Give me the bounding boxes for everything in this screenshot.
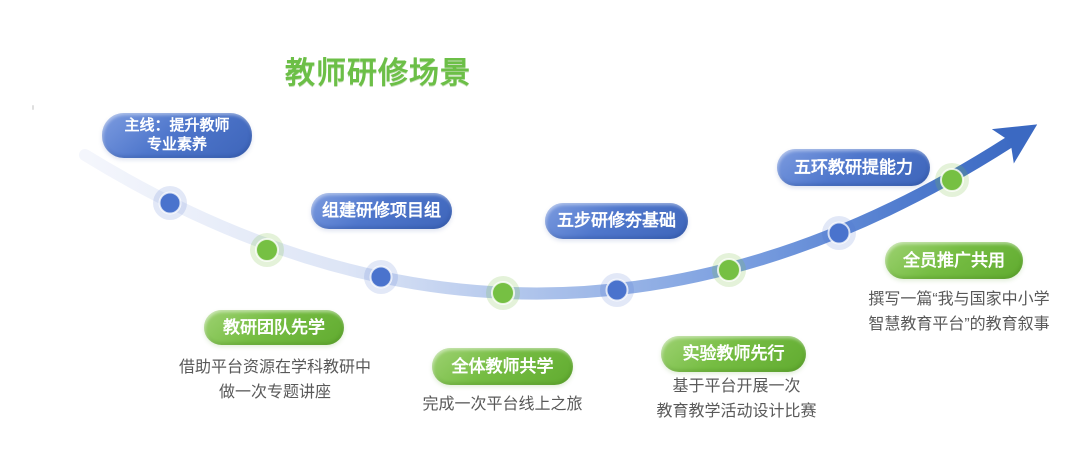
milestone-dot-7 (822, 216, 856, 250)
milestone-dot-8 (935, 163, 969, 197)
main-goal-pill: 主线：提升教师 专业素养 (102, 113, 252, 158)
milestone-dot-4 (486, 276, 520, 310)
step-pill-five-ring-research: 五环教研提能力 (777, 149, 930, 186)
step-desc-promote-to-all: 撰写一篇“我与国家中小学 智慧教育平台”的教育叙事 (868, 291, 1050, 333)
step-pill-pilot-teachers-first: 实验教师先行 (661, 336, 806, 372)
milestone-dot-2 (250, 233, 284, 267)
timeline-curve (79, 124, 1038, 300)
step-pill-build-project-group: 组建研修项目组 (311, 193, 452, 229)
step-desc-team-first-learn: 借助平台资源在学科教研中 做一次专题讲座 (178, 359, 371, 401)
step-desc-pilot-teachers-first: 基于平台开展一次 教育教学活动设计比赛 (656, 378, 817, 420)
milestone-dot-3 (364, 260, 398, 294)
stray-mark (32, 105, 34, 110)
page-title: 教师研修场景 (285, 57, 471, 90)
milestone-dot-6 (712, 253, 746, 287)
step-desc-all-teachers-learn: 完成一次平台线上之旅 (422, 396, 583, 413)
step-pill-all-teachers-learn: 全体教师共学 (432, 348, 573, 385)
milestone-dot-5 (600, 273, 634, 307)
step-pill-team-first-learn: 教研团队先学 (204, 310, 344, 345)
milestone-dot-1 (153, 186, 187, 220)
step-pill-promote-to-all: 全员推广共用 (885, 242, 1023, 279)
step-pill-five-step-training: 五步研修夯基础 (545, 203, 688, 239)
